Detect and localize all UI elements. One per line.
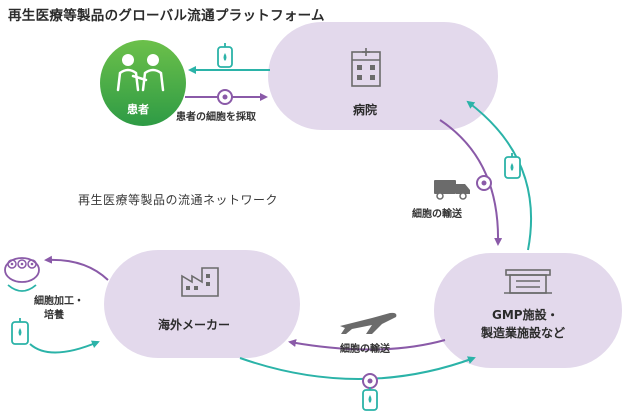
factory-icon [181,267,219,297]
iv-bag-icon [217,43,233,68]
hospital-icon [351,48,381,87]
hospital-label: 病院 [353,103,378,117]
arrow-culture-to-maker [29,340,100,354]
hospital-node [268,22,498,130]
iv-bag-icon [11,318,29,345]
harvest-label: 患者の細胞を採取 [176,112,256,123]
arrow-gmp-to-hospital [466,100,532,251]
cell-transport-truck-label: 細胞の輸送 [412,209,462,220]
processing-label-line1: 細胞加工・ [34,296,84,307]
overseas-maker-label: 海外メーカー [158,318,231,332]
arrow-hospital-to-gmp [439,119,503,246]
iv-bag-icon [362,387,378,411]
overseas-maker-node [104,250,300,358]
arrow-gmp-to-maker [288,339,446,351]
patient-label: 患者 [127,103,149,116]
gmp-facility-label-line2: 製造業施設など [481,326,566,340]
processing-label-line2: 培養 [44,310,64,321]
arrow-maker-to-gmp [239,356,476,380]
cell-culture-icon [4,257,40,292]
network-label: 再生医療等製品の流通ネットワーク [78,193,279,207]
patients-icon [116,54,165,92]
cell-transport-air-label: 細胞の輸送 [340,344,390,355]
gmp-facility-node [434,253,622,368]
gmp-facility-label-line1: GMP施設・ [492,308,559,322]
truck-icon [434,180,470,200]
arrow-maker-to-culture [44,255,109,281]
page-title: 再生医療等製品のグローバル流通プラットフォーム [8,8,325,24]
factory-building-icon [504,269,552,294]
iv-bag-icon [504,153,521,179]
airplane-icon [340,312,397,334]
